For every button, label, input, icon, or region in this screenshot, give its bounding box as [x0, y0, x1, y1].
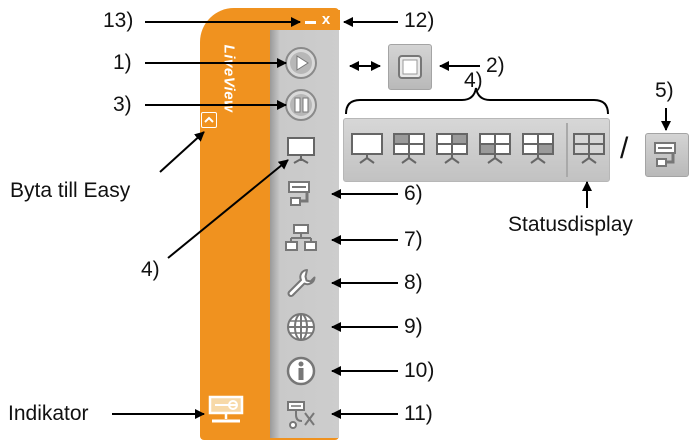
label-2: 2) — [486, 54, 505, 77]
label-13: 13) — [103, 9, 134, 32]
label-3: 3) — [113, 93, 132, 116]
logo-text: LiveView — [220, 44, 238, 113]
split-single-button[interactable] — [348, 131, 386, 171]
single-screen-icon — [287, 137, 315, 164]
split-four-button-d[interactable] — [519, 131, 557, 171]
screen-layout-button[interactable] — [278, 131, 324, 169]
capture-icon — [288, 181, 310, 206]
split-four-button-a[interactable] — [390, 131, 428, 171]
close-button[interactable]: x — [318, 11, 334, 27]
play-icon — [285, 47, 317, 79]
capture-button[interactable] — [278, 175, 324, 213]
pause-button[interactable] — [278, 86, 324, 124]
label-indikator: Indikator — [8, 402, 89, 425]
web-button[interactable] — [278, 308, 324, 346]
label-12: 12) — [404, 9, 435, 32]
split-screen-panel — [343, 118, 610, 182]
quad-screen-icon — [479, 133, 511, 164]
minimize-icon — [304, 21, 316, 24]
label-byta-till-easy: Byta till Easy — [10, 179, 131, 202]
indicator-icon — [206, 393, 246, 427]
info-button[interactable] — [278, 352, 324, 390]
title-bar — [296, 10, 340, 30]
split-four-button-b[interactable] — [433, 131, 471, 171]
pause-icon — [285, 89, 317, 121]
chevron-up-icon — [204, 116, 214, 123]
globe-icon — [287, 313, 315, 341]
close-icon: x — [321, 10, 331, 28]
minimize-button[interactable] — [303, 12, 317, 26]
label-1: 1) — [113, 51, 132, 74]
network-button[interactable] — [278, 219, 324, 257]
quad-screen-icon — [522, 133, 554, 164]
switch-to-easy-button[interactable] — [201, 112, 217, 128]
label-6: 6) — [404, 182, 423, 205]
label-4-left: 4) — [141, 258, 160, 281]
label-10: 10) — [404, 359, 435, 382]
settings-button[interactable] — [278, 264, 324, 302]
label-11: 11) — [404, 402, 433, 425]
label-statusdisplay: Statusdisplay — [508, 213, 633, 236]
square-icon — [398, 55, 422, 79]
play-button[interactable] — [278, 44, 324, 82]
split-four-button-c[interactable] — [476, 131, 514, 171]
liveview-logo: LiveView — [211, 40, 261, 120]
label-4-top: 4) — [464, 69, 483, 92]
network-icon — [285, 224, 317, 251]
full-view-button[interactable] — [388, 44, 432, 90]
label-7: 7) — [404, 228, 423, 251]
label-9: 9) — [404, 315, 423, 338]
quad-screen-icon — [393, 133, 425, 164]
single-screen-icon — [351, 133, 383, 164]
wrench-icon — [287, 269, 316, 297]
slash-separator: / — [620, 132, 629, 165]
label-5: 5) — [655, 79, 674, 102]
disconnect-icon — [287, 401, 315, 429]
panel-divider — [566, 123, 568, 177]
status-display-button[interactable] — [570, 131, 608, 171]
info-icon — [286, 356, 316, 386]
quad-screen-icon — [436, 133, 468, 164]
disconnect-button[interactable] — [278, 396, 324, 434]
capture-icon — [654, 142, 676, 167]
label-8: 8) — [404, 271, 423, 294]
status-screen-icon — [573, 133, 605, 164]
capture-mode-button[interactable] — [645, 133, 689, 177]
